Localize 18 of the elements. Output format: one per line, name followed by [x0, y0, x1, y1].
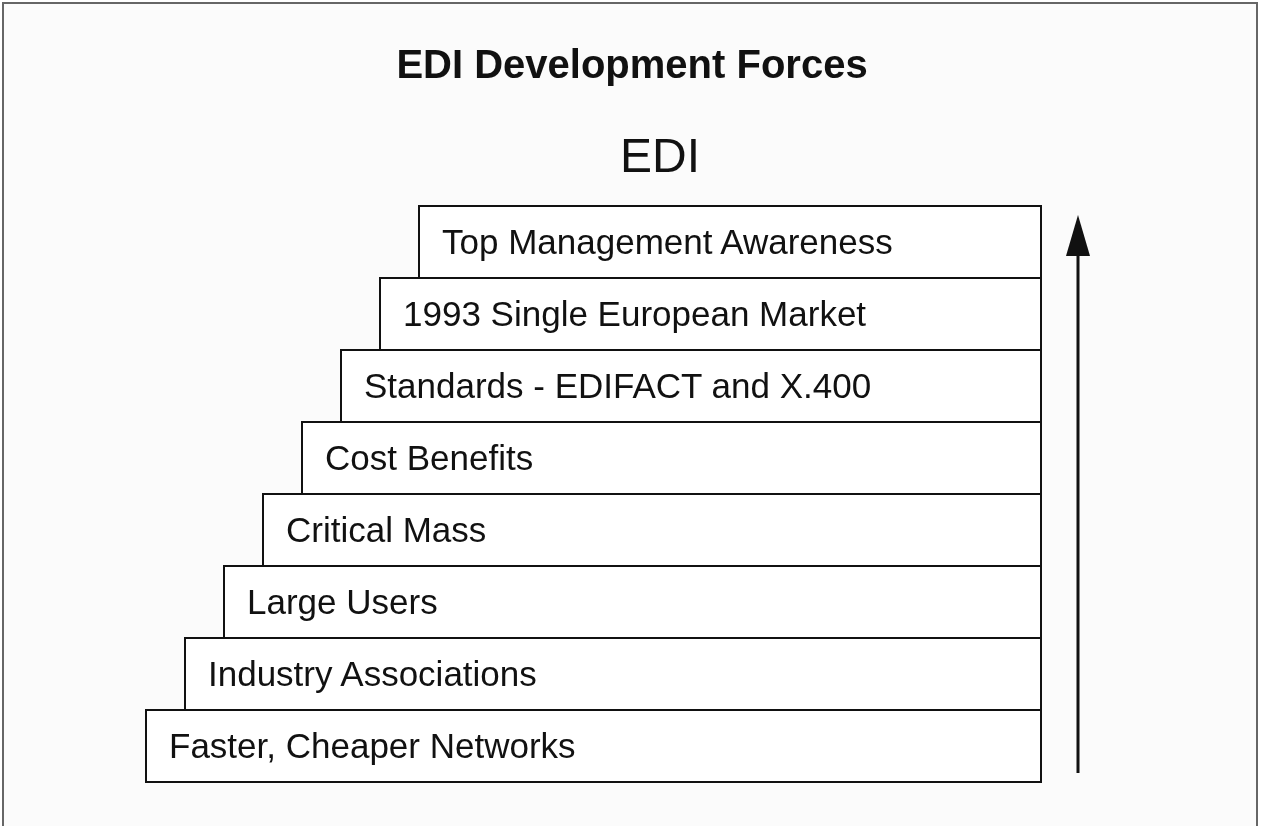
stair-step-box — [262, 493, 1042, 567]
stair-step-box — [340, 349, 1042, 423]
stair-step-box — [184, 637, 1042, 711]
step-text: Standards - EDIFACT and X.400 — [364, 366, 872, 406]
heading-label: EDI — [619, 128, 701, 183]
stair-step-box — [379, 277, 1042, 351]
step-text: Industry Associations — [208, 654, 537, 694]
step-text: Large Users — [247, 582, 438, 622]
step-text: Cost Benefits — [325, 438, 534, 478]
stair-step-box — [301, 421, 1042, 495]
stair-step-box — [145, 709, 1042, 783]
step-text: Faster, Cheaper Networks — [169, 726, 576, 766]
title: EDI Development Forces — [395, 42, 869, 87]
stair-step-box — [223, 565, 1042, 639]
step-text: Top Management Awareness — [442, 222, 893, 262]
stair-step-box — [418, 205, 1042, 279]
step-text: 1993 Single European Market — [403, 294, 867, 334]
step-text: Critical Mass — [286, 510, 487, 550]
